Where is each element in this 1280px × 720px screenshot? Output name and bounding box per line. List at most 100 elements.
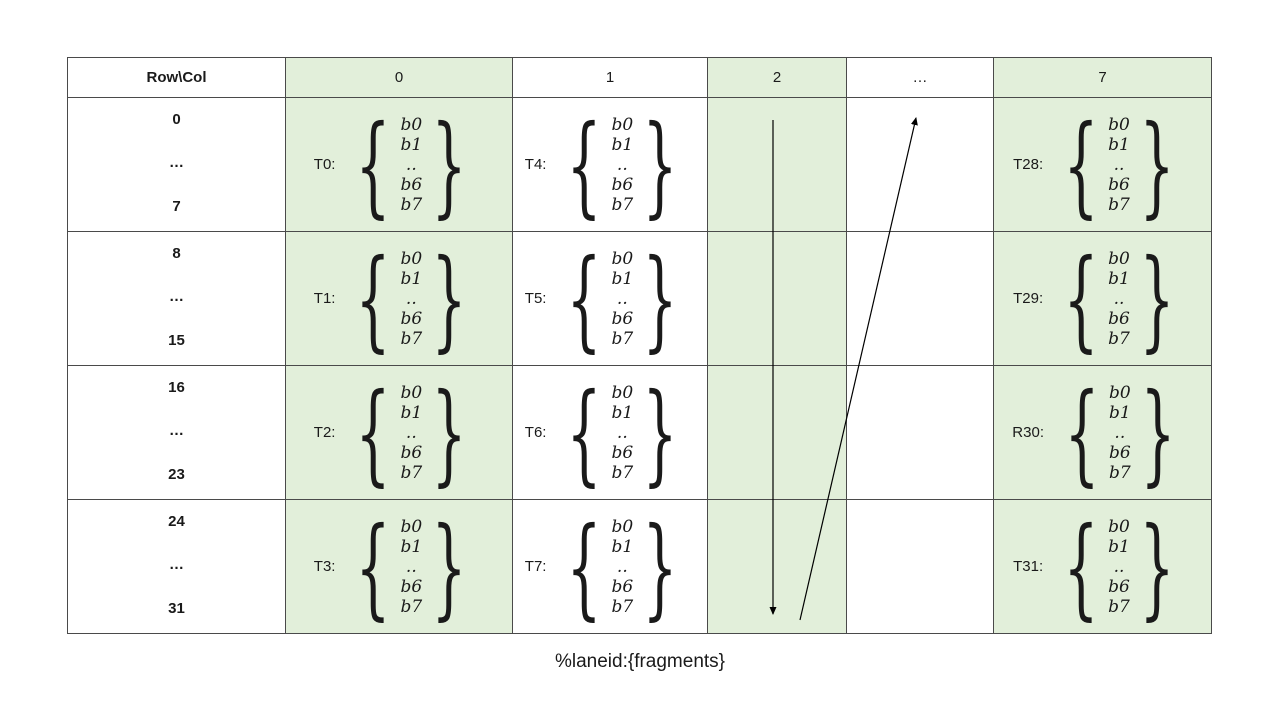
cell-r3-c2-empty: [707, 499, 847, 634]
fragment-vector: T31: { b0 b1 .. b6 b7 }: [994, 501, 1211, 633]
table-row-3: 24 … 31 T3: { b0 b1 .. b6 b7 }: [67, 499, 1212, 634]
fragment-vector: T0: { b0 b1 .. b6 b7 }: [286, 99, 512, 231]
fragment-line: b0: [611, 382, 634, 403]
row-label-cell: 0 … 7: [67, 97, 286, 232]
fragment-line: b0: [1108, 248, 1130, 269]
cell-r0-c1: T4: { b0 b1 .. b6 b7 }: [512, 97, 708, 232]
fragment-lines: b0 b1 .. b6 b7: [611, 517, 633, 617]
row-range: 16 … 23: [68, 367, 285, 499]
row-label-cell: 8 … 15: [67, 231, 286, 366]
thread-label: T7:: [524, 558, 547, 575]
cell-r2-c0: T2: { b0 b1 .. b6 b7 }: [285, 365, 513, 500]
fragment-line: b1: [400, 268, 423, 289]
row-label-cell: 24 … 31: [67, 499, 286, 634]
row-range-ellipsis: …: [169, 154, 184, 171]
thread-label: T1:: [313, 290, 336, 307]
cell-r3-c7: T31: { b0 b1 .. b6 b7 }: [993, 499, 1212, 634]
left-brace-icon: {: [1063, 502, 1099, 631]
fragment-vector: T2: { b0 b1 .. b6 b7 }: [286, 367, 512, 499]
cell-r1-c2-empty: [707, 231, 847, 366]
left-brace-icon: {: [566, 502, 602, 631]
fragment-vector: T7: { b0 b1 .. b6 b7 }: [513, 501, 707, 633]
fragment-line: b1: [400, 536, 423, 557]
right-brace-icon: }: [431, 234, 467, 363]
fragment-vector: T29: { b0 b1 .. b6 b7 }: [994, 233, 1211, 365]
fragment-line: b6: [1108, 308, 1130, 329]
laneid-fragment-table-wrap: Row\Col 0 1 2 … 7 0 … 7 T0: { b0: [67, 57, 1212, 634]
fragment-line: b6: [1108, 576, 1130, 597]
row-range-start: 0: [172, 110, 181, 128]
fragment-line: b6: [400, 442, 423, 463]
fragment-line: ..: [405, 288, 417, 309]
fragment-line: b6: [611, 576, 634, 597]
row-range: 24 … 31: [68, 501, 285, 633]
fragment-line: b7: [611, 462, 634, 483]
thread-label: T3:: [313, 558, 336, 575]
fragment-line: b6: [611, 442, 634, 463]
fragment-lines: b0 b1 .. b6 b7: [400, 115, 422, 215]
cell-r0-c7: T28: { b0 b1 .. b6 b7 }: [993, 97, 1212, 232]
fragment-line: b6: [611, 308, 634, 329]
fragment-line: ..: [1114, 422, 1126, 443]
row-label-cell: 16 … 23: [67, 365, 286, 500]
fragment-lines: b0 b1 .. b6 b7: [400, 383, 422, 483]
fragment-line: b0: [1108, 382, 1131, 403]
fragment-line: b0: [611, 248, 634, 269]
fragment-lines: b0 b1 .. b6 b7: [611, 383, 633, 483]
thread-label: T31:: [1013, 558, 1044, 575]
fragment-line: b7: [400, 462, 423, 483]
fragment-line: b6: [400, 308, 423, 329]
fragment-line: b6: [1108, 442, 1131, 463]
fragment-line: ..: [1113, 288, 1125, 309]
thread-label: T4:: [524, 156, 547, 173]
cell-r3-c0: T3: { b0 b1 .. b6 b7 }: [285, 499, 513, 634]
fragment-line: ..: [1113, 154, 1125, 175]
fragment-line: b0: [400, 248, 423, 269]
fragment-vector: T3: { b0 b1 .. b6 b7 }: [286, 501, 512, 633]
fragment-lines: b0 b1 .. b6 b7: [1109, 383, 1131, 483]
fragment-vector: T5: { b0 b1 .. b6 b7 }: [513, 233, 707, 365]
cell-r3-c1: T7: { b0 b1 .. b6 b7 }: [512, 499, 708, 634]
right-brace-icon: }: [1140, 368, 1176, 497]
fragment-line: b1: [611, 536, 634, 557]
fragment-line: b1: [1108, 268, 1130, 289]
left-brace-icon: {: [566, 234, 602, 363]
fragment-lines: b0 b1 .. b6 b7: [400, 249, 422, 349]
fragment-line: b1: [400, 402, 423, 423]
row-range-ellipsis: …: [169, 288, 184, 305]
right-brace-icon: }: [642, 234, 678, 363]
header-col-0: 0: [285, 57, 513, 98]
fragment-line: b7: [1108, 328, 1130, 349]
header-row: Row\Col 0 1 2 … 7: [67, 57, 1212, 98]
fragment-line: ..: [616, 422, 628, 443]
right-brace-icon: }: [1139, 234, 1175, 363]
fragment-line: ..: [616, 556, 628, 577]
fragment-line: b1: [400, 134, 423, 155]
fragment-lines: b0 b1 .. b6 b7: [400, 517, 422, 617]
fragment-lines: b0 b1 .. b6 b7: [611, 249, 633, 349]
fragment-vector: R30: { b0 b1 .. b6 b7 }: [994, 367, 1211, 499]
header-col-ellipsis: …: [846, 57, 994, 98]
right-brace-icon: }: [642, 100, 678, 229]
cell-r1-ellipsis-empty: [846, 231, 994, 366]
cell-r2-c7: R30: { b0 b1 .. b6 b7 }: [993, 365, 1212, 500]
thread-label: T0:: [313, 156, 336, 173]
cell-r1-c0: T1: { b0 b1 .. b6 b7 }: [285, 231, 513, 366]
fragment-line: b1: [611, 402, 634, 423]
fragment-line: ..: [405, 422, 417, 443]
fragment-line: b0: [400, 114, 423, 135]
left-brace-icon: {: [355, 502, 391, 631]
header-col-2: 2: [707, 57, 847, 98]
row-range-ellipsis: …: [169, 422, 184, 439]
laneid-fragment-table: Row\Col 0 1 2 … 7 0 … 7 T0: { b0: [67, 57, 1212, 634]
cell-r3-ellipsis-empty: [846, 499, 994, 634]
fragment-line: b7: [611, 596, 634, 617]
thread-label: T5:: [524, 290, 547, 307]
fragment-line: b6: [400, 174, 423, 195]
thread-label: T2:: [313, 424, 336, 441]
fragment-line: b7: [400, 194, 423, 215]
fragment-vector: T28: { b0 b1 .. b6 b7 }: [994, 99, 1211, 231]
left-brace-icon: {: [1063, 234, 1099, 363]
fragment-lines: b0 b1 .. b6 b7: [1108, 517, 1130, 617]
fragment-line: b7: [1108, 596, 1130, 617]
